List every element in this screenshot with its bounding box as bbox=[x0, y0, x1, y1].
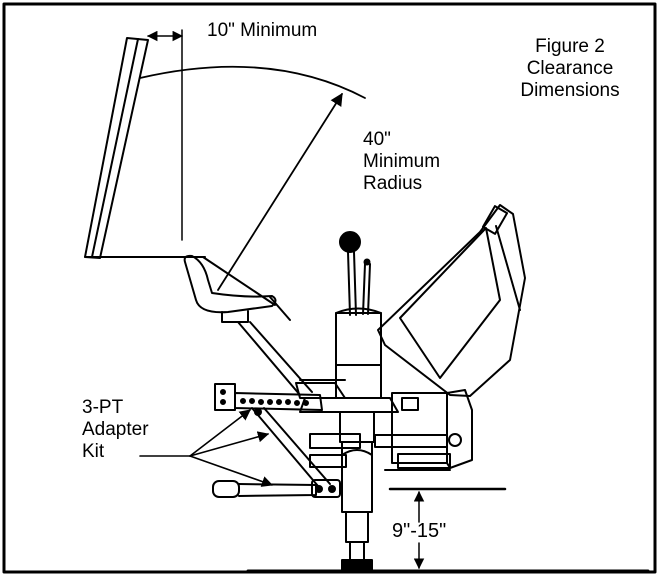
radius-line3: Radius bbox=[363, 172, 423, 194]
adapter-kit-line2: Adapter bbox=[82, 418, 149, 440]
radius-line2: Minimum bbox=[363, 150, 441, 172]
horizontal-clearance-label: 10" Minimum bbox=[207, 20, 318, 41]
control-tower bbox=[299, 307, 399, 443]
radius-value: 40" bbox=[363, 129, 391, 150]
radius-clearance-label: 40" Minimum Radius bbox=[363, 129, 440, 195]
adapter-diagonal-brace bbox=[251, 407, 331, 487]
figure-title-line2: Clearance bbox=[526, 57, 614, 79]
adapter-lower-link bbox=[212, 479, 341, 498]
figure-title: Figure 2 Clearance Dimensions bbox=[500, 36, 640, 102]
operator-seat bbox=[183, 254, 346, 399]
backhoe-boom bbox=[377, 204, 526, 397]
figure-title-line3: Dimensions bbox=[520, 79, 620, 101]
adapter-kit-line3: Kit bbox=[82, 440, 105, 462]
adapter-top-link bbox=[214, 383, 323, 411]
tractor-fender bbox=[84, 37, 291, 321]
height-clearance-dimension bbox=[388, 487, 507, 570]
control-levers bbox=[339, 231, 371, 316]
adapter-kit-label: 3-PT Adapter Kit bbox=[82, 397, 149, 463]
adapter-kit-leader-lines bbox=[139, 409, 274, 487]
radius-clearance-dimension bbox=[139, 65, 366, 291]
adapter-kit-line1: 3-PT bbox=[82, 397, 124, 418]
figure-title-line1: Figure 2 bbox=[535, 36, 605, 57]
horizontal-clearance-dimension bbox=[146, 29, 184, 241]
height-clearance-label: 9"-15" bbox=[392, 520, 447, 542]
swing-frame bbox=[309, 389, 473, 471]
stabilizer-leg bbox=[341, 441, 373, 572]
